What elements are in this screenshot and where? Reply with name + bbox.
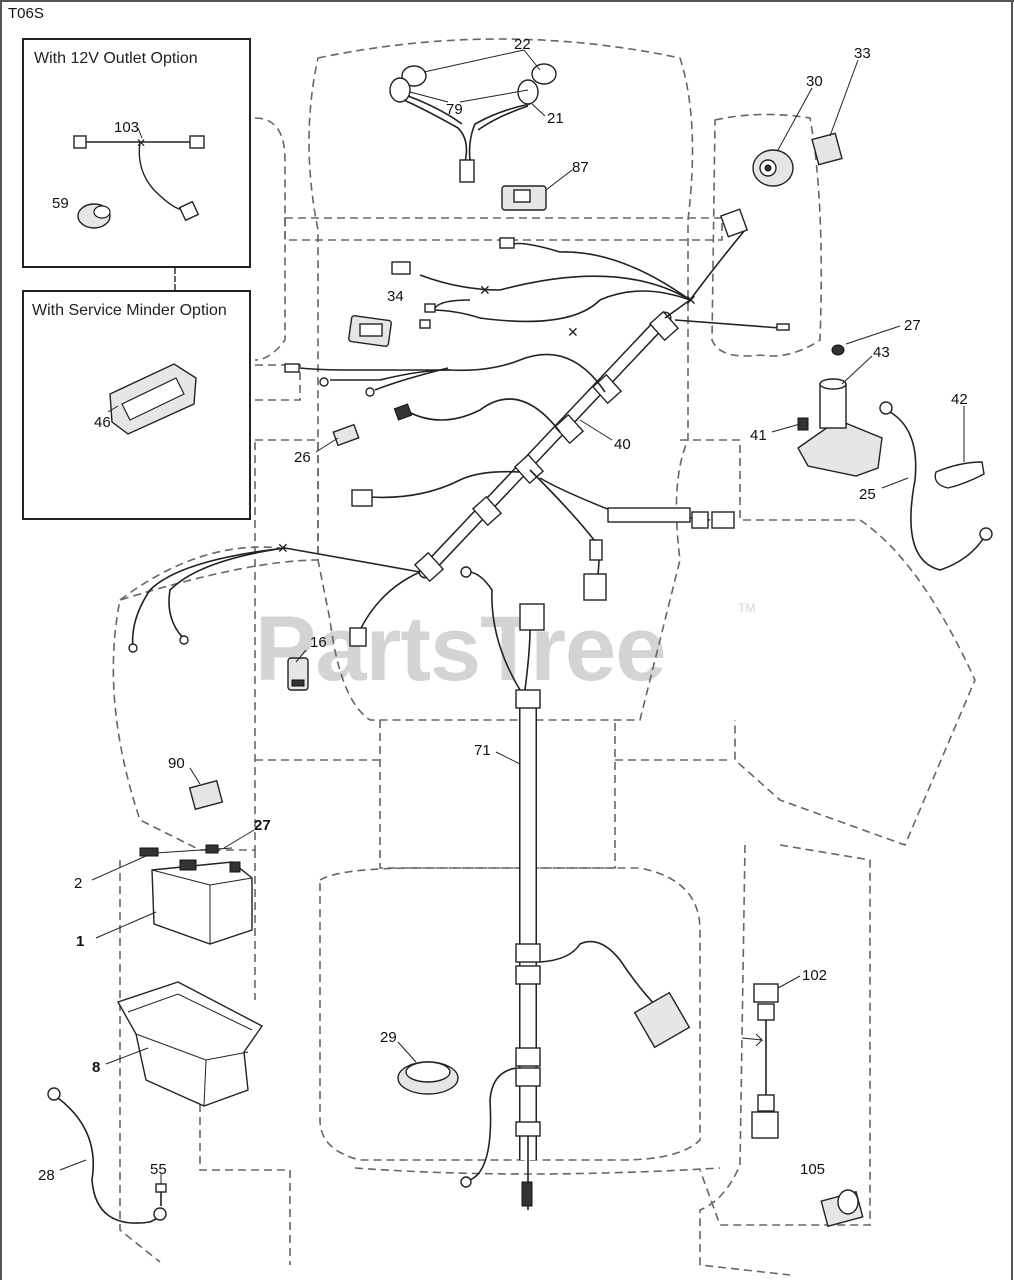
svg-text:✕: ✕ [567,324,579,340]
inset-12v-outlet-option: With 12V Outlet Option ✕ 103 59 [22,38,251,268]
callout-41: 41 [750,427,767,444]
battery-1 [139,844,253,945]
svg-text:✕: ✕ [136,136,146,150]
main-wiring-harness [131,229,781,649]
bolt-55 [155,1183,167,1206]
callout-40: 40 [614,436,631,453]
callout-102: 102 [802,967,827,984]
battery-cable-25 [879,401,993,571]
watermark-text: PartsTree [255,598,665,700]
callout-87: 87 [572,159,589,176]
watermark-trademark: TM [738,601,755,615]
inset-connector [174,268,176,290]
callout-1: 1 [76,933,84,950]
callout-55: 55 [150,1161,167,1178]
inset-service-minder-option: With Service Minder Option 46 [22,290,251,520]
callout-79: 79 [446,101,463,118]
part-102 [741,983,779,1139]
callout-42: 42 [951,391,968,408]
callouts: 22 79 21 87 30 33 34 27 43 42 41 25 [38,36,968,1184]
switch-34 [348,315,392,347]
callout-71: 71 [474,742,491,759]
callout-29: 29 [380,1029,397,1046]
ignition-switch-30 [752,149,794,187]
callout-90: 90 [168,755,185,772]
battery-tray-8 [116,981,264,1107]
callout-27-battery: 27 [254,817,271,834]
inset-service-minder-drawing: 46 [94,363,197,435]
callout-28: 28 [38,1167,55,1184]
callout-59: 59 [52,195,69,212]
callout-33: 33 [854,45,871,62]
callout-25: 25 [859,486,876,503]
callout-43: 43 [873,344,890,361]
relay-87 [501,185,547,211]
callout-16: 16 [310,634,327,651]
solenoid-105 [820,1189,864,1228]
callout-46: 46 [94,414,111,431]
part-90 [188,779,224,811]
part-33 [811,132,843,166]
callout-103: 103 [114,119,139,136]
callout-22: 22 [514,36,531,53]
inset-service-minder-title: With Service Minder Option [32,302,227,319]
svg-text:✕: ✕ [685,292,697,308]
callout-30: 30 [806,73,823,90]
starter-solenoid-43 [797,344,883,477]
callout-8: 8 [92,1059,100,1076]
inset-12v-outlet-title: With 12V Outlet Option [34,50,198,67]
seat-harness-71 [460,566,691,1210]
callout-105: 105 [800,1161,825,1178]
svg-text:✕: ✕ [479,282,491,298]
callout-27-top: 27 [904,317,921,334]
harness-connectors: ✕ ✕ ✕ ✕ [128,208,790,653]
part-29 [397,1061,459,1095]
svg-text:✕: ✕ [277,540,289,556]
callout-34: 34 [387,288,404,305]
diagram-code: T06S [8,5,44,22]
callout-21: 21 [547,110,564,127]
chassis-outline [112,38,976,1276]
callout-2: 2 [74,875,82,892]
fuse-26 [332,423,360,447]
terminal-boot-42 [934,461,985,489]
battery-cable-28 [47,1087,167,1224]
headlight-harness [389,63,557,183]
inset-12v-outlet-drawing: ✕ 103 59 [52,119,205,229]
callout-26: 26 [294,449,311,466]
connector-16 [287,657,309,691]
